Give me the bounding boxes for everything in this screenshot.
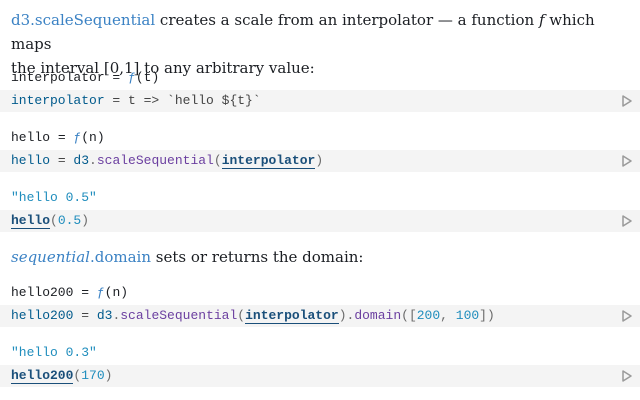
code-text[interactable]: hello200 = d3.scaleSequential(interpolat… <box>11 308 495 324</box>
cell-output-interpolator: interpolator = ƒ(t) <box>11 70 160 85</box>
domain-paragraph: sequential.domain sets or returns the do… <box>11 248 364 266</box>
run-cell-button[interactable] <box>622 155 632 167</box>
code-cell-hello-call[interactable]: hello(0.5) <box>0 210 640 232</box>
code-cell-hello[interactable]: hello = d3.scaleSequential(interpolator) <box>0 150 640 172</box>
ref-interpolator[interactable]: interpolator <box>221 153 316 169</box>
run-cell-button[interactable] <box>622 370 632 382</box>
play-icon <box>622 370 632 382</box>
cell-output-hello200-call: "hello 0.3" <box>11 345 97 360</box>
code-text[interactable]: hello(0.5) <box>11 213 90 229</box>
intro-line-2: the interval [0,1] to any arbitrary valu… <box>11 59 315 77</box>
ref-interpolator[interactable]: interpolator <box>245 308 339 324</box>
run-cell-button[interactable] <box>622 310 632 322</box>
intro-text-2: which maps <box>11 11 595 53</box>
cell-output-hello200: hello200 = ƒ(n) <box>11 285 129 300</box>
scale-sequential-link[interactable]: d3.scaleSequential <box>11 11 156 29</box>
run-cell-button[interactable] <box>622 95 632 107</box>
ref-hello200[interactable]: hello200 <box>11 368 74 384</box>
sequential-domain-link[interactable]: sequential.domain <box>11 248 151 266</box>
intro-f: f <box>538 11 545 29</box>
code-text[interactable]: hello = d3.scaleSequential(interpolator) <box>11 153 324 169</box>
run-cell-button[interactable] <box>622 215 632 227</box>
code-text[interactable]: hello200(170) <box>11 368 113 384</box>
play-icon <box>622 310 632 322</box>
play-icon <box>622 95 632 107</box>
code-cell-hello200[interactable]: hello200 = d3.scaleSequential(interpolat… <box>0 305 640 327</box>
cell-output-hello: hello = ƒ(n) <box>11 130 105 145</box>
cell-output-hello-call: "hello 0.5" <box>11 190 97 205</box>
play-icon <box>622 155 632 167</box>
code-cell-hello200-call[interactable]: hello200(170) <box>0 365 640 387</box>
intro-text: creates a scale from an interpolator — a… <box>155 11 539 29</box>
ref-hello[interactable]: hello <box>11 213 51 229</box>
play-icon <box>622 215 632 227</box>
code-text[interactable]: interpolator = t => `hello ${t}` <box>11 93 261 108</box>
intro-paragraph: d3.scaleSequential creates a scale from … <box>11 8 620 80</box>
code-cell-interpolator[interactable]: interpolator = t => `hello ${t}` <box>0 90 640 112</box>
